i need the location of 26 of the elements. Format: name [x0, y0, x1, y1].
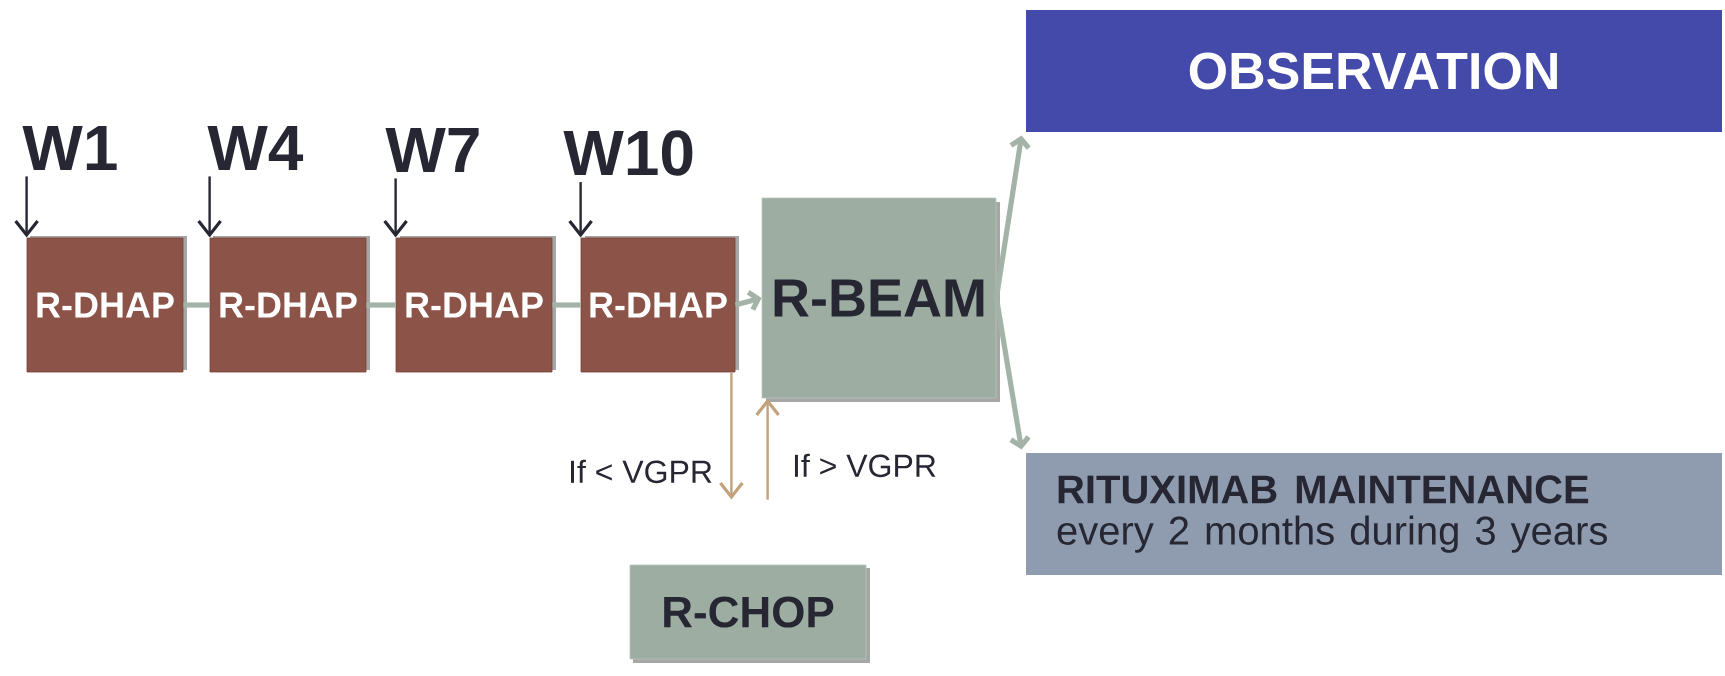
arrow [734, 290, 762, 311]
connector-line [366, 302, 396, 308]
arrow [993, 297, 1031, 450]
treatment-box: R-DHAP [209, 236, 370, 373]
arrow [755, 398, 780, 500]
edge-label: If > VGPR [790, 451, 939, 480]
week-label: W4 [207, 126, 304, 170]
treatment-box: R-BEAM [761, 197, 1000, 402]
arrow [197, 176, 222, 238]
treatment-box: R-CHOP [629, 564, 870, 663]
arrow [993, 135, 1031, 299]
arrow [383, 178, 408, 238]
connector-line [552, 302, 581, 308]
treatment-box: R-DHAP [395, 236, 556, 373]
connector-line [183, 302, 210, 308]
edge-label: If < VGPR [566, 457, 715, 486]
week-label: W7 [385, 128, 479, 172]
treatment-box: R-DHAP [26, 236, 187, 373]
treatment-box: R-DHAP [580, 236, 739, 373]
arrow [568, 182, 593, 238]
week-label: W1 [22, 126, 117, 170]
outcome-box: OBSERVATION [1026, 10, 1722, 132]
week-label: W10 [563, 130, 693, 176]
outcome-box: RITUXIMAB MAINTENANCE every 2 months during 3 years [1026, 453, 1722, 575]
arrow [719, 372, 744, 500]
arrow [14, 176, 39, 238]
